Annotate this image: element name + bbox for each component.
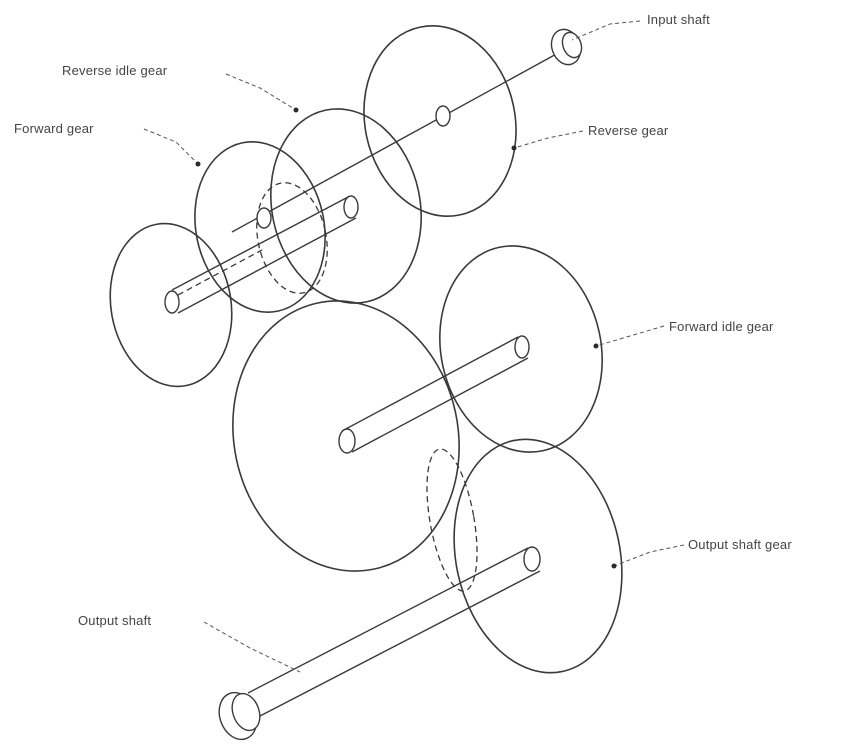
label-forward-gear: Forward gear	[14, 121, 94, 136]
countershaft-front-end	[165, 291, 179, 313]
output-shaft	[213, 547, 540, 745]
label-output-shaft: Output shaft	[78, 613, 151, 628]
dot-forward-idle-gear	[594, 344, 599, 349]
dot-forward-gear	[196, 162, 201, 167]
label-forward-idle-gear: Forward idle gear	[669, 319, 774, 334]
dot-reverse-gear	[512, 146, 517, 151]
dot-reverse-idle-gear	[294, 108, 299, 113]
leader-output-shaft	[204, 622, 300, 672]
dot-output-shaft-gear	[612, 564, 617, 569]
countershaft-collar	[257, 208, 271, 228]
countershaft-end	[344, 196, 358, 218]
label-reverse-idle-gear: Reverse idle gear	[62, 63, 168, 78]
input-shaft-collar	[436, 106, 450, 126]
idler-shaft-end	[515, 336, 529, 358]
leader-reverse-idle-gear	[226, 74, 296, 110]
leader-reverse-gear	[514, 131, 583, 148]
idler-shaft	[339, 336, 529, 453]
forward-gear-hidden-mesh	[247, 176, 337, 300]
countershaft-bottom-edge	[178, 218, 356, 313]
idler-shaft-bottom-edge	[352, 358, 528, 452]
leader-lines	[144, 21, 684, 672]
output-shaft-top-edge	[248, 548, 528, 693]
label-reverse-gear: Reverse gear	[588, 123, 669, 138]
idler-shaft-top-edge	[342, 337, 518, 431]
leader-output-shaft-gear	[614, 545, 684, 566]
leader-input-shaft	[572, 21, 640, 40]
input-shaft	[232, 25, 585, 232]
output-gear-hidden-mesh	[418, 445, 486, 594]
label-output-shaft-gear: Output shaft gear	[688, 537, 792, 552]
output-shaft-bottom-edge	[260, 571, 540, 716]
output-shaft-end	[524, 547, 540, 571]
idler-shaft-front-end	[339, 429, 355, 453]
label-input-shaft: Input shaft	[647, 12, 710, 27]
leader-forward-idle-gear	[596, 326, 664, 346]
leader-forward-gear	[144, 129, 198, 164]
